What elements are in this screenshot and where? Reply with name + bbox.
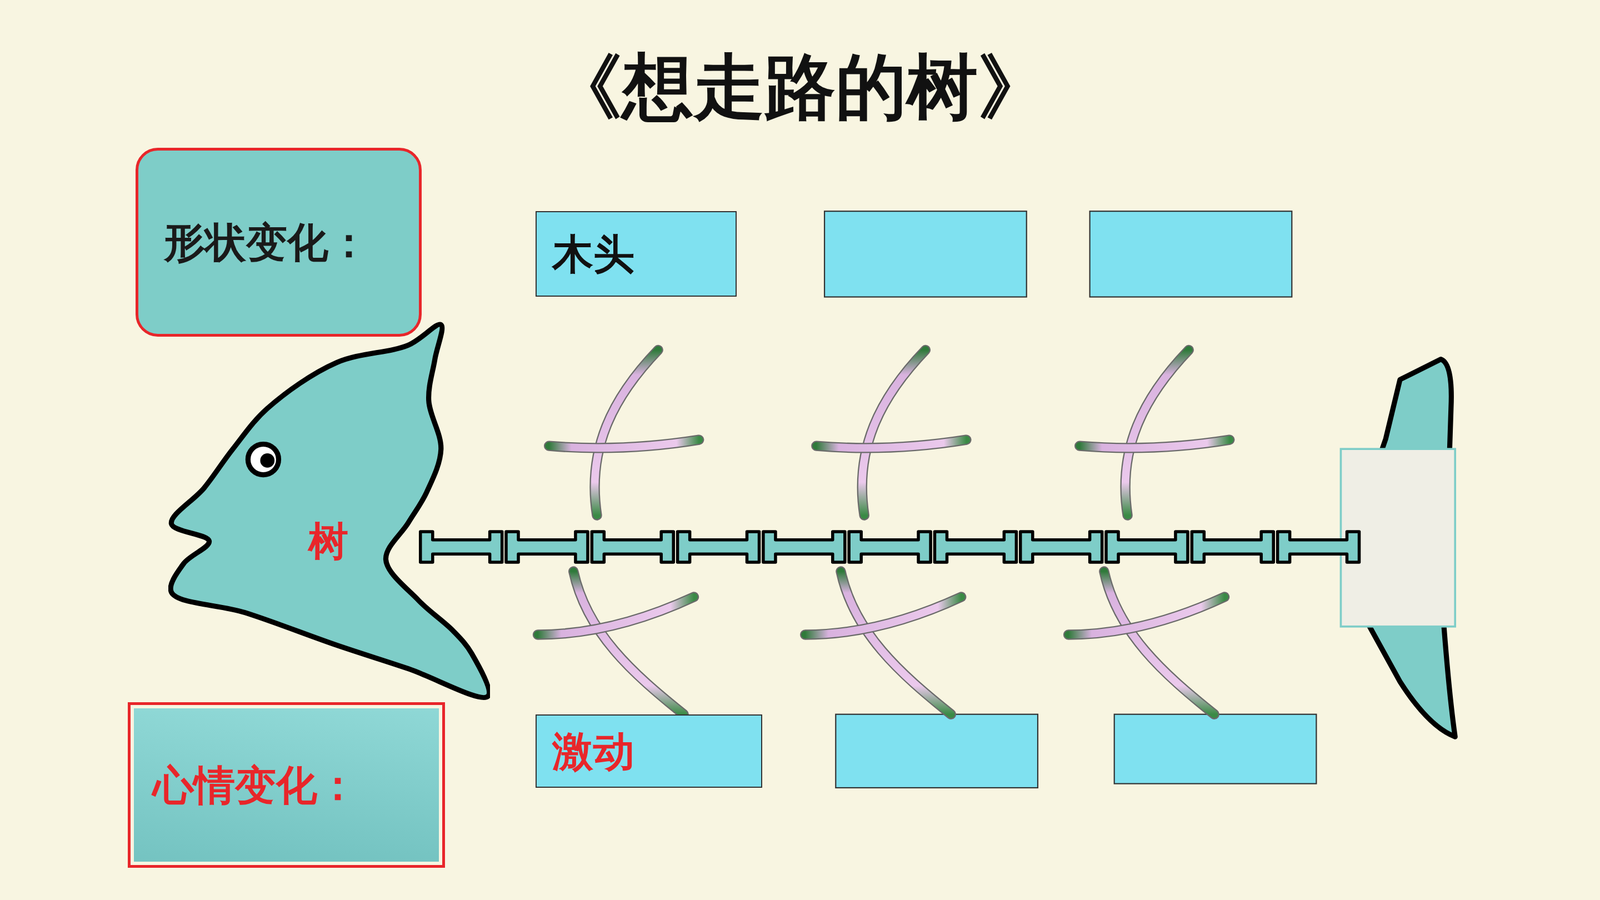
category-box: 心情变化：	[127, 702, 445, 868]
rib	[573, 571, 684, 715]
rib	[816, 440, 967, 449]
box-text: 心情变化：	[152, 760, 359, 810]
vertebra	[677, 531, 760, 563]
rib	[594, 350, 658, 516]
vertebra	[506, 531, 588, 563]
rib-outline	[1125, 350, 1189, 516]
rib-outline	[1103, 571, 1214, 715]
rib-outline	[594, 350, 658, 516]
rib	[1068, 596, 1225, 635]
box-text: 激动	[552, 726, 635, 777]
fish-pupil	[260, 453, 275, 468]
vertebra	[1277, 531, 1360, 563]
vertebra	[763, 531, 845, 563]
rib	[537, 596, 694, 635]
blank-box	[1114, 714, 1317, 784]
category-box: 形状变化：	[135, 147, 422, 337]
fish-head: 树	[168, 321, 490, 705]
vertebra	[591, 531, 674, 563]
blank-box	[1090, 211, 1293, 297]
rib-outline	[1068, 596, 1225, 635]
rib	[1125, 350, 1189, 516]
rib	[862, 350, 926, 516]
box-text: 形状变化：	[163, 217, 370, 268]
rib-outline	[840, 571, 951, 715]
rib-outline	[573, 571, 684, 715]
vertebra	[1106, 531, 1188, 563]
rib-outline	[537, 596, 694, 635]
rib-outline	[1079, 440, 1230, 449]
rib-outline	[816, 440, 967, 449]
fish-spine	[420, 531, 1360, 563]
answer-box: 木头	[535, 211, 737, 297]
rib	[840, 571, 951, 715]
vertebra	[1020, 531, 1103, 563]
rib	[548, 440, 699, 449]
rib	[1079, 440, 1230, 449]
rib-outline	[548, 440, 699, 449]
title: 《想走路的树》	[0, 44, 1600, 130]
vertebra	[420, 531, 503, 563]
fish-head-shape	[170, 324, 489, 698]
rib-outline	[805, 596, 962, 635]
rib	[1103, 571, 1214, 715]
vertebra	[848, 531, 931, 563]
blank-box	[824, 211, 1027, 297]
vertebra	[934, 531, 1017, 563]
vertebra	[1191, 531, 1274, 563]
fish-head-outline	[168, 321, 490, 705]
fish-ribs	[537, 350, 1230, 715]
rib-outline	[862, 350, 926, 516]
rib	[805, 596, 962, 635]
answer-box: 激动	[535, 714, 763, 788]
box-text: 木头	[552, 229, 635, 279]
blank-box	[835, 714, 1038, 788]
fish-eye	[247, 443, 279, 475]
fish-label: 树	[308, 517, 349, 565]
